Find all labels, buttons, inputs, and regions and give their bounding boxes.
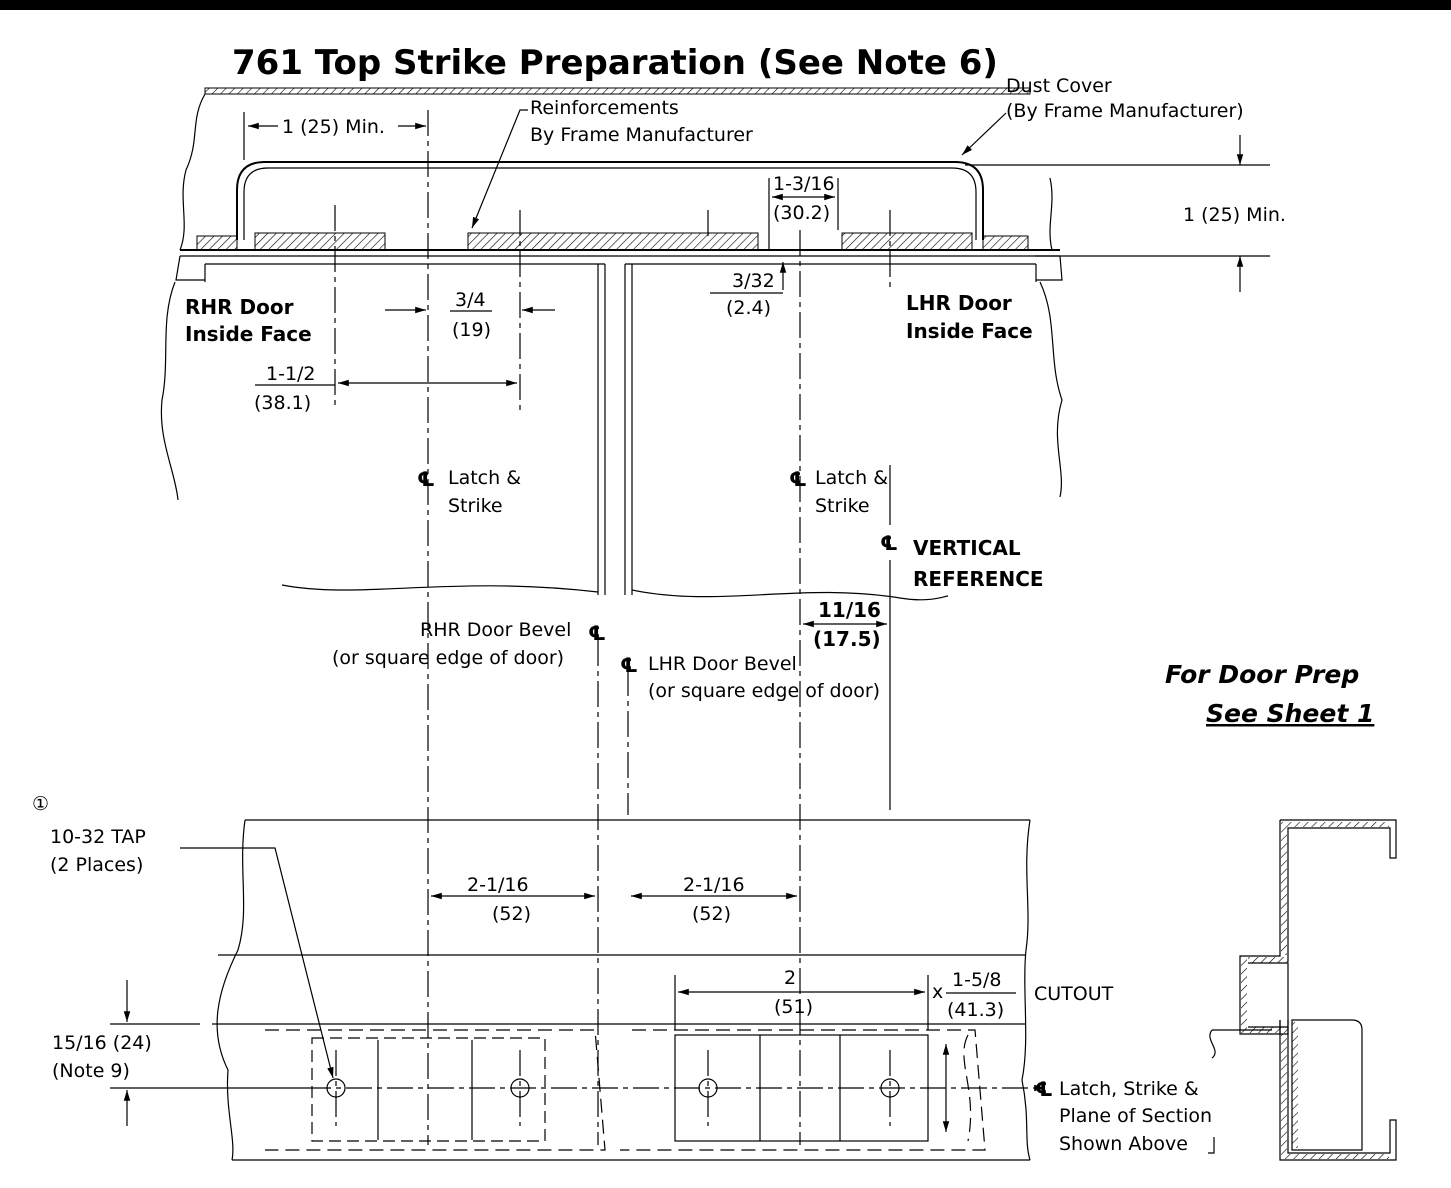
cl-symbol-lhr-bevel: ℄ [620, 653, 638, 677]
dim-1in-min-vertical: 1 (25) Min. [1183, 204, 1286, 226]
dim-19: (19) [452, 319, 491, 341]
label-reference: REFERENCE [913, 567, 1044, 591]
cl-symbol-left: ℄ [417, 467, 435, 491]
dim-note-9: (Note 9) [52, 1060, 130, 1082]
label-rhr-inside-face: Inside Face [185, 322, 312, 346]
cl-latch-right: Latch & [815, 467, 888, 489]
label-rhr-square-edge: (or square edge of door) [332, 647, 564, 669]
dim-2-1-16-right: 2-1/16 [683, 874, 745, 896]
drawing-title: 761 Top Strike Preparation (See Note 6) [232, 43, 998, 83]
dim-1-1-2: 1-1/2 [266, 363, 316, 385]
dim-2-4: (2.4) [726, 297, 771, 319]
dim-52-left: (52) [492, 903, 531, 925]
dim-1in-min-horizontal: 1 (25) Min. [282, 116, 385, 138]
cl-symbol-vertical: ℄ [880, 531, 898, 555]
label-dust-cover: Dust Cover [1006, 75, 1112, 97]
label-10-32-tap: 10-32 TAP [50, 826, 146, 848]
cl-strike-left: Strike [448, 495, 503, 517]
label-reinforcements-by: By Frame Manufacturer [530, 124, 753, 146]
dim-1-3-16: 1-3/16 [773, 173, 835, 195]
dim-3-4: 3/4 [455, 289, 486, 311]
callout-1-circle: ① [32, 793, 49, 815]
label-plane-of-section: Plane of Section [1059, 1105, 1212, 1127]
cl-symbol-right: ℄ [789, 467, 807, 491]
cl-latch-left: Latch & [448, 467, 521, 489]
label-reinforcements: Reinforcements [530, 97, 679, 119]
label-lhr-square-edge: (or square edge of door) [648, 680, 880, 702]
label-section-latch-strike: Latch, Strike & [1059, 1078, 1199, 1100]
label-cutout: CUTOUT [1034, 983, 1114, 1005]
label-lhr-door: LHR Door [906, 291, 1012, 315]
label-lhr-bevel: LHR Door Bevel [648, 653, 797, 675]
label-lhr-inside-face: Inside Face [906, 319, 1033, 343]
dim-38-1: (38.1) [254, 392, 311, 414]
cl-strike-right: Strike [815, 495, 870, 517]
dim-15-16: 15/16 (24) [52, 1032, 152, 1054]
dim-x: x [932, 981, 943, 1003]
dim-2: 2 [784, 967, 796, 989]
dim-17-5: (17.5) [813, 627, 881, 651]
dim-3-32: 3/32 [732, 270, 775, 292]
label-2-places: (2 Places) [50, 854, 143, 876]
label-rhr-bevel: RHR Door Bevel [420, 619, 571, 641]
note-for-door-prep: For Door Prep [1165, 660, 1359, 689]
frame-head-section: 1 (25) Min. Dust Cover (By Frame Manufac… [160, 75, 1286, 1145]
dim-30-2: (30.2) [773, 202, 830, 224]
label-vertical: VERTICAL [913, 536, 1021, 560]
label-dust-cover-by: (By Frame Manufacturer) [1006, 100, 1244, 122]
dim-52-right: (52) [692, 903, 731, 925]
link-see-sheet-1[interactable]: See Sheet 1 [1206, 699, 1374, 728]
frame-profile-section [1209, 819, 1397, 1161]
dim-2-1-16-left: 2-1/16 [467, 874, 529, 896]
dim-1-5-8: 1-5/8 [952, 969, 1002, 991]
label-rhr-door: RHR Door [185, 295, 294, 319]
dim-51: (51) [774, 996, 813, 1018]
cl-symbol-rhr-bevel: ℄ [588, 621, 606, 645]
top-border-bar [0, 0, 1451, 10]
label-shown-above: Shown Above [1059, 1133, 1188, 1155]
cl-symbol-section: ℄ [1035, 1077, 1053, 1101]
dim-11-16: 11/16 [818, 598, 881, 622]
dim-41-3: (41.3) [947, 999, 1004, 1021]
frame-elevation: 2-1/16 (52) 2-1/16 (52) 2 (51) x 1-5/8 (… [32, 793, 1215, 1161]
